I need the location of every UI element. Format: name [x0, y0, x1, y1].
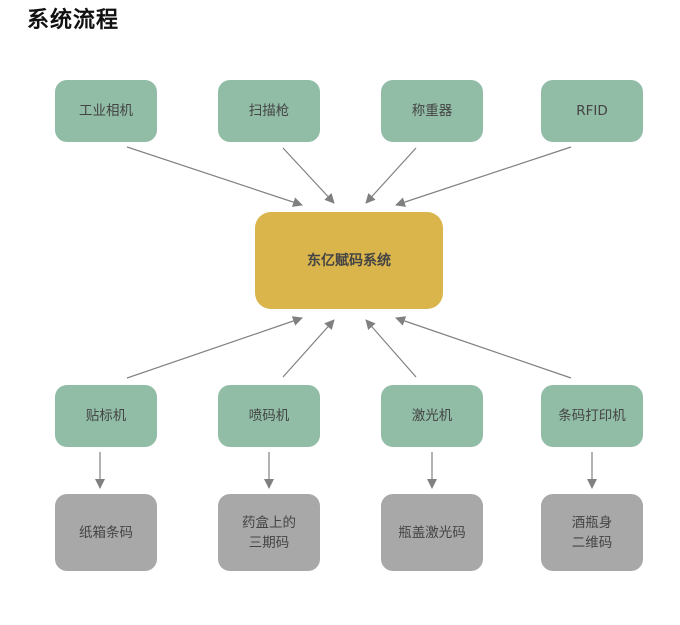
- device-inkjet: 喷码机: [218, 385, 320, 447]
- output-carton-barcode: 纸箱条码: [55, 494, 157, 571]
- output-cap-laser-code: 瓶盖激光码: [381, 494, 483, 571]
- center-system: 东亿赋码系统: [255, 212, 443, 309]
- device-labeler: 贴标机: [55, 385, 157, 447]
- device-laser: 激光机: [381, 385, 483, 447]
- arrow-laser-to-center: [365, 319, 417, 378]
- input-industrial-camera: 工业相机: [55, 80, 157, 142]
- arrow-camera-to-center: [126, 146, 303, 207]
- arrow-printer-to-center: [395, 316, 572, 379]
- output-medicine-box-code: 药盒上的 三期码: [218, 494, 320, 571]
- input-scanner: 扫描枪: [218, 80, 320, 142]
- arrow-inkjet-to-center: [282, 319, 335, 378]
- arrow-scale-to-center: [365, 147, 417, 204]
- page-title: 系统流程: [27, 8, 120, 33]
- arrow-rfid-to-center: [395, 146, 572, 207]
- arrow-labeler-to-center: [126, 316, 303, 379]
- input-rfid: RFID: [541, 80, 643, 142]
- device-barcode-printer: 条码打印机: [541, 385, 643, 447]
- input-scale: 称重器: [381, 80, 483, 142]
- arrow-scanner-to-center: [282, 147, 335, 204]
- output-bottle-qr-code: 酒瓶身 二维码: [541, 494, 643, 571]
